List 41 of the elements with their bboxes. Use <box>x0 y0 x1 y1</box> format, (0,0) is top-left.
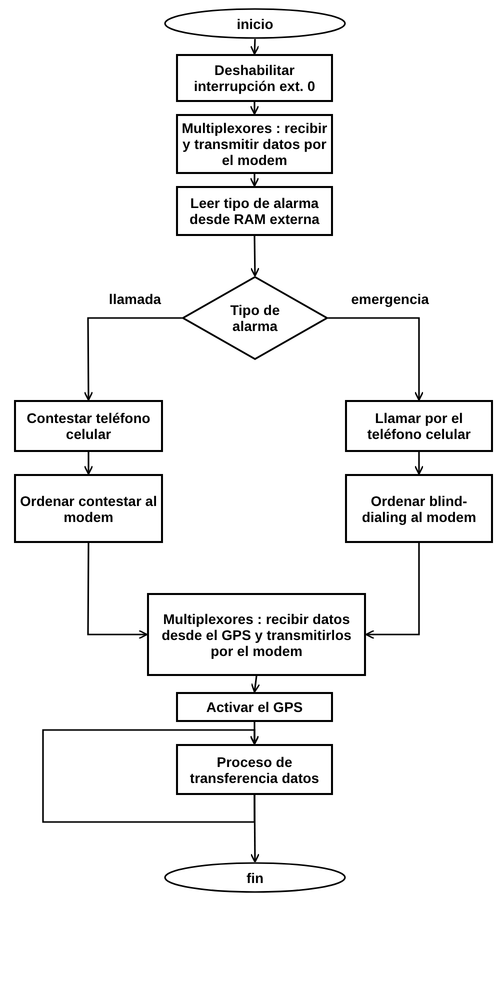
arrow <box>84 452 94 475</box>
arrow <box>42 729 260 823</box>
node-text: Ordenar blind-dialing al modem <box>360 492 478 524</box>
edge-label: emergencia <box>349 291 431 307</box>
process-box <box>176 54 333 102</box>
arrow <box>87 543 148 640</box>
node-text: inicio <box>236 16 274 32</box>
process-box <box>345 474 493 543</box>
edge-label: llamada <box>106 291 164 307</box>
arrow <box>250 236 260 277</box>
decision-diamond <box>182 276 328 360</box>
terminal-ellipse <box>164 862 346 893</box>
arrow <box>414 452 424 475</box>
process-box <box>14 400 163 452</box>
arrow <box>250 38 260 55</box>
node-text: Multiplexores : recibir datos desde el GPS y transmitirlos por el modem <box>160 610 352 658</box>
node-text: fin <box>245 870 265 886</box>
process-box <box>147 593 366 676</box>
node-text: Leer tipo de alarma desde RAM externa <box>188 195 320 227</box>
arrow <box>328 317 424 401</box>
arrow <box>365 543 420 640</box>
arrow <box>250 102 260 115</box>
process-box <box>14 474 163 543</box>
arrow <box>250 174 260 187</box>
process-box <box>345 400 493 452</box>
arrow <box>250 795 260 863</box>
process-box <box>176 744 333 795</box>
arrow <box>250 676 260 693</box>
node-text: Activar el GPS <box>205 699 304 715</box>
node-text: Proceso de transferencia datos <box>188 754 320 786</box>
node-text: Deshabilitar interrupción ext. 0 <box>192 62 316 94</box>
node-text: Tipo de alarma <box>229 302 281 334</box>
node-text: Ordenar contestar al modem <box>19 492 158 524</box>
process-box <box>176 692 333 722</box>
terminal-ellipse <box>164 8 346 39</box>
process-box <box>176 186 333 236</box>
arrow <box>84 317 182 401</box>
process-box <box>176 114 333 174</box>
node-text: Contestar teléfono celular <box>26 410 152 442</box>
node-text: Llamar por el teléfono celular <box>366 410 472 442</box>
node-text: Multiplexores : recibir y transmitir datos por el modem <box>180 120 328 168</box>
